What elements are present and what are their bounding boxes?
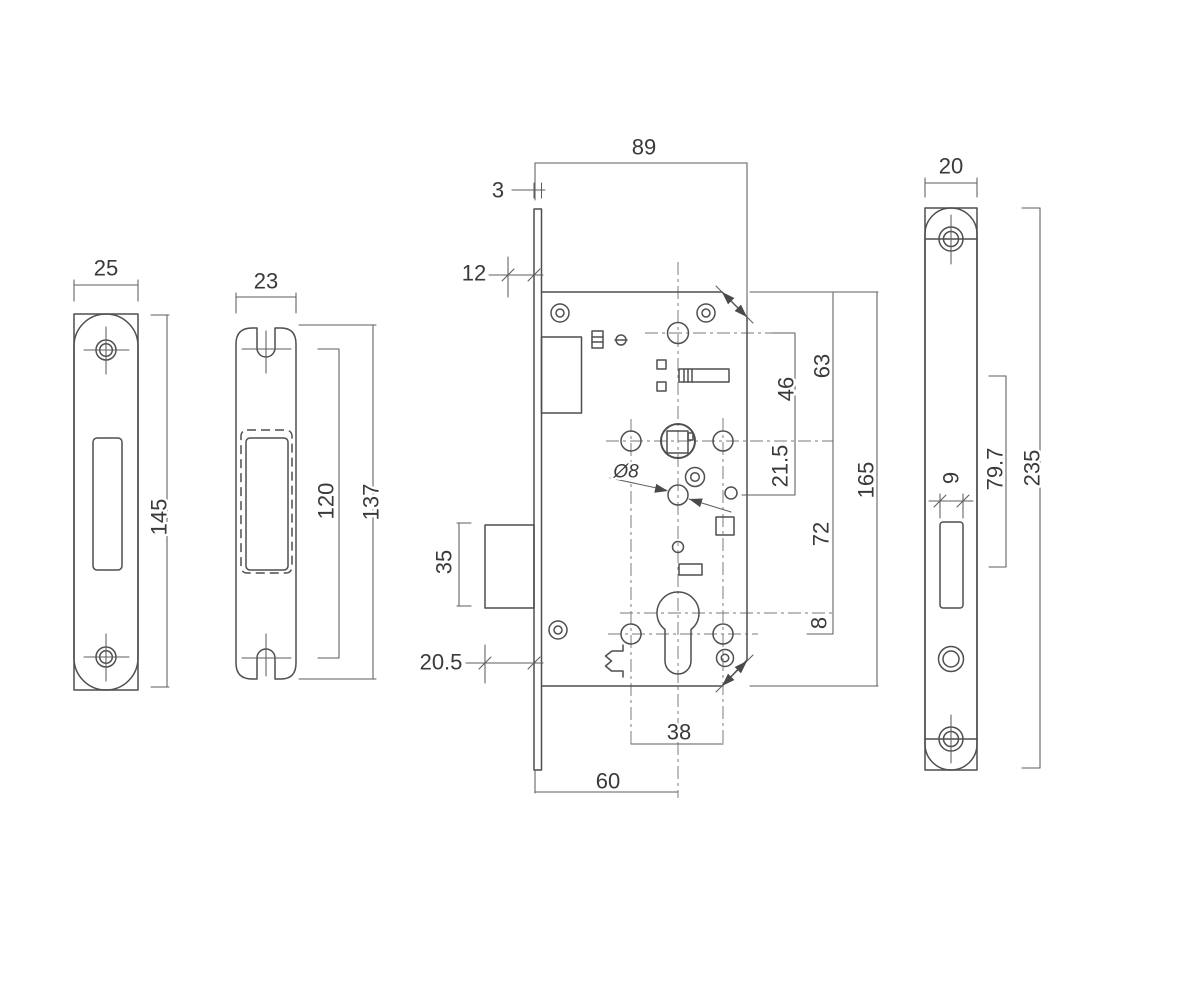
cylinder-screw-hole	[937, 645, 965, 673]
box-opening	[245, 437, 289, 571]
dim-20-label: 20	[939, 154, 963, 179]
dimension-12: 12	[459, 256, 544, 298]
strike-plate-view: 25 145	[73, 253, 174, 691]
dim-63-label: 63	[810, 354, 835, 378]
screw-hole	[938, 714, 964, 764]
square-hole	[656, 359, 667, 370]
dim-3-label: 3	[492, 178, 504, 203]
cylinder-screw-hole-inner	[942, 650, 960, 668]
small-hole	[671, 540, 685, 554]
dimension-9: 9	[928, 469, 974, 519]
dimension-23: 23	[235, 266, 297, 314]
dim-89-label: 89	[632, 135, 656, 160]
dimension-20: 20	[924, 151, 978, 198]
stop-flag	[678, 563, 703, 576]
case-outline	[540, 291, 748, 687]
dim-235-label: 235	[1020, 450, 1045, 487]
small-hole	[724, 486, 738, 500]
chamfer-mark-bottom	[715, 654, 754, 693]
dim-137-label: 137	[359, 484, 384, 521]
spindle-follower	[660, 423, 696, 459]
tab-hole-crosshair	[241, 330, 292, 677]
slide-bar	[678, 368, 730, 383]
dim-145-label: 145	[147, 499, 172, 536]
dimension-235: 235	[1017, 207, 1047, 769]
fixing-hole	[712, 623, 734, 645]
case-screws	[548, 303, 735, 668]
end-plate-rounded-body	[924, 207, 978, 771]
dim-120-label: 120	[314, 483, 339, 520]
dimension-89: 89	[534, 132, 748, 318]
dim-20-5-label: 20.5	[420, 650, 463, 675]
dimension-145: 145	[144, 314, 174, 688]
hub-hole	[666, 321, 690, 345]
dimension-38: 38	[630, 717, 724, 747]
follower-hole	[667, 484, 689, 506]
dimension-35: 35	[429, 522, 472, 607]
dimension-60: 60	[534, 766, 679, 796]
latch-slot	[92, 437, 123, 571]
fixing-hole	[620, 430, 642, 452]
end-plate-outline	[924, 207, 978, 771]
dimension-25: 25	[73, 253, 139, 302]
dimension-3: 3	[489, 175, 546, 205]
dim-46-label: 46	[774, 377, 799, 401]
spring-clip	[604, 644, 624, 678]
dimension-79-7: 79.7	[980, 375, 1010, 568]
dim-165-label: 165	[854, 462, 879, 499]
latch-opening	[939, 521, 964, 609]
dim-diameter8-label: Ø8	[612, 462, 639, 483]
dim-23-label: 23	[254, 269, 278, 294]
box-opening-hidden	[240, 429, 293, 574]
deadbolt	[484, 524, 535, 609]
dim-72-label: 72	[809, 522, 834, 546]
spindle-square	[666, 430, 689, 454]
latch-bolt	[540, 336, 583, 414]
dimension-137: 137	[298, 324, 386, 680]
square-opening	[715, 516, 735, 536]
dim-9-label: 9	[939, 472, 964, 484]
dim-25-label: 25	[94, 256, 118, 281]
euro-cylinder-hole	[656, 591, 700, 675]
strike-box-outline	[235, 327, 297, 680]
dimension-120: 120	[311, 348, 341, 659]
fixing-hole	[712, 430, 734, 452]
internal-parts	[591, 321, 738, 678]
spring-part	[591, 330, 604, 349]
square-hole	[656, 381, 667, 392]
faceplate-front	[533, 208, 543, 771]
dim-60-label: 60	[596, 769, 620, 794]
dim-79-7-label: 79.7	[983, 448, 1008, 491]
strike-box-view: 23 120 137	[235, 266, 386, 680]
dimension-20-5: 20.5	[417, 644, 544, 684]
strike-plate-rounded-body	[73, 313, 139, 691]
end-faceplate-view: 20 9 79.7 235	[924, 151, 1047, 771]
dim-8-label: 8	[807, 617, 832, 629]
fixing-hole	[620, 623, 642, 645]
screw-hole	[83, 326, 130, 375]
screw-hole	[83, 633, 130, 682]
lock-case-view: Ø8 89 3 12 35	[417, 132, 881, 798]
dim-21-5-label: 21.5	[768, 445, 793, 488]
dim-38-label: 38	[667, 720, 691, 745]
dimension-chain-right: 46 21.5 63 72 8 165	[741, 291, 881, 687]
diameter-callout: Ø8	[609, 459, 732, 513]
dim-35-label: 35	[432, 550, 457, 574]
dim-12-label: 12	[462, 261, 486, 286]
screw-hole	[938, 214, 964, 265]
spindle-notch	[687, 432, 694, 441]
